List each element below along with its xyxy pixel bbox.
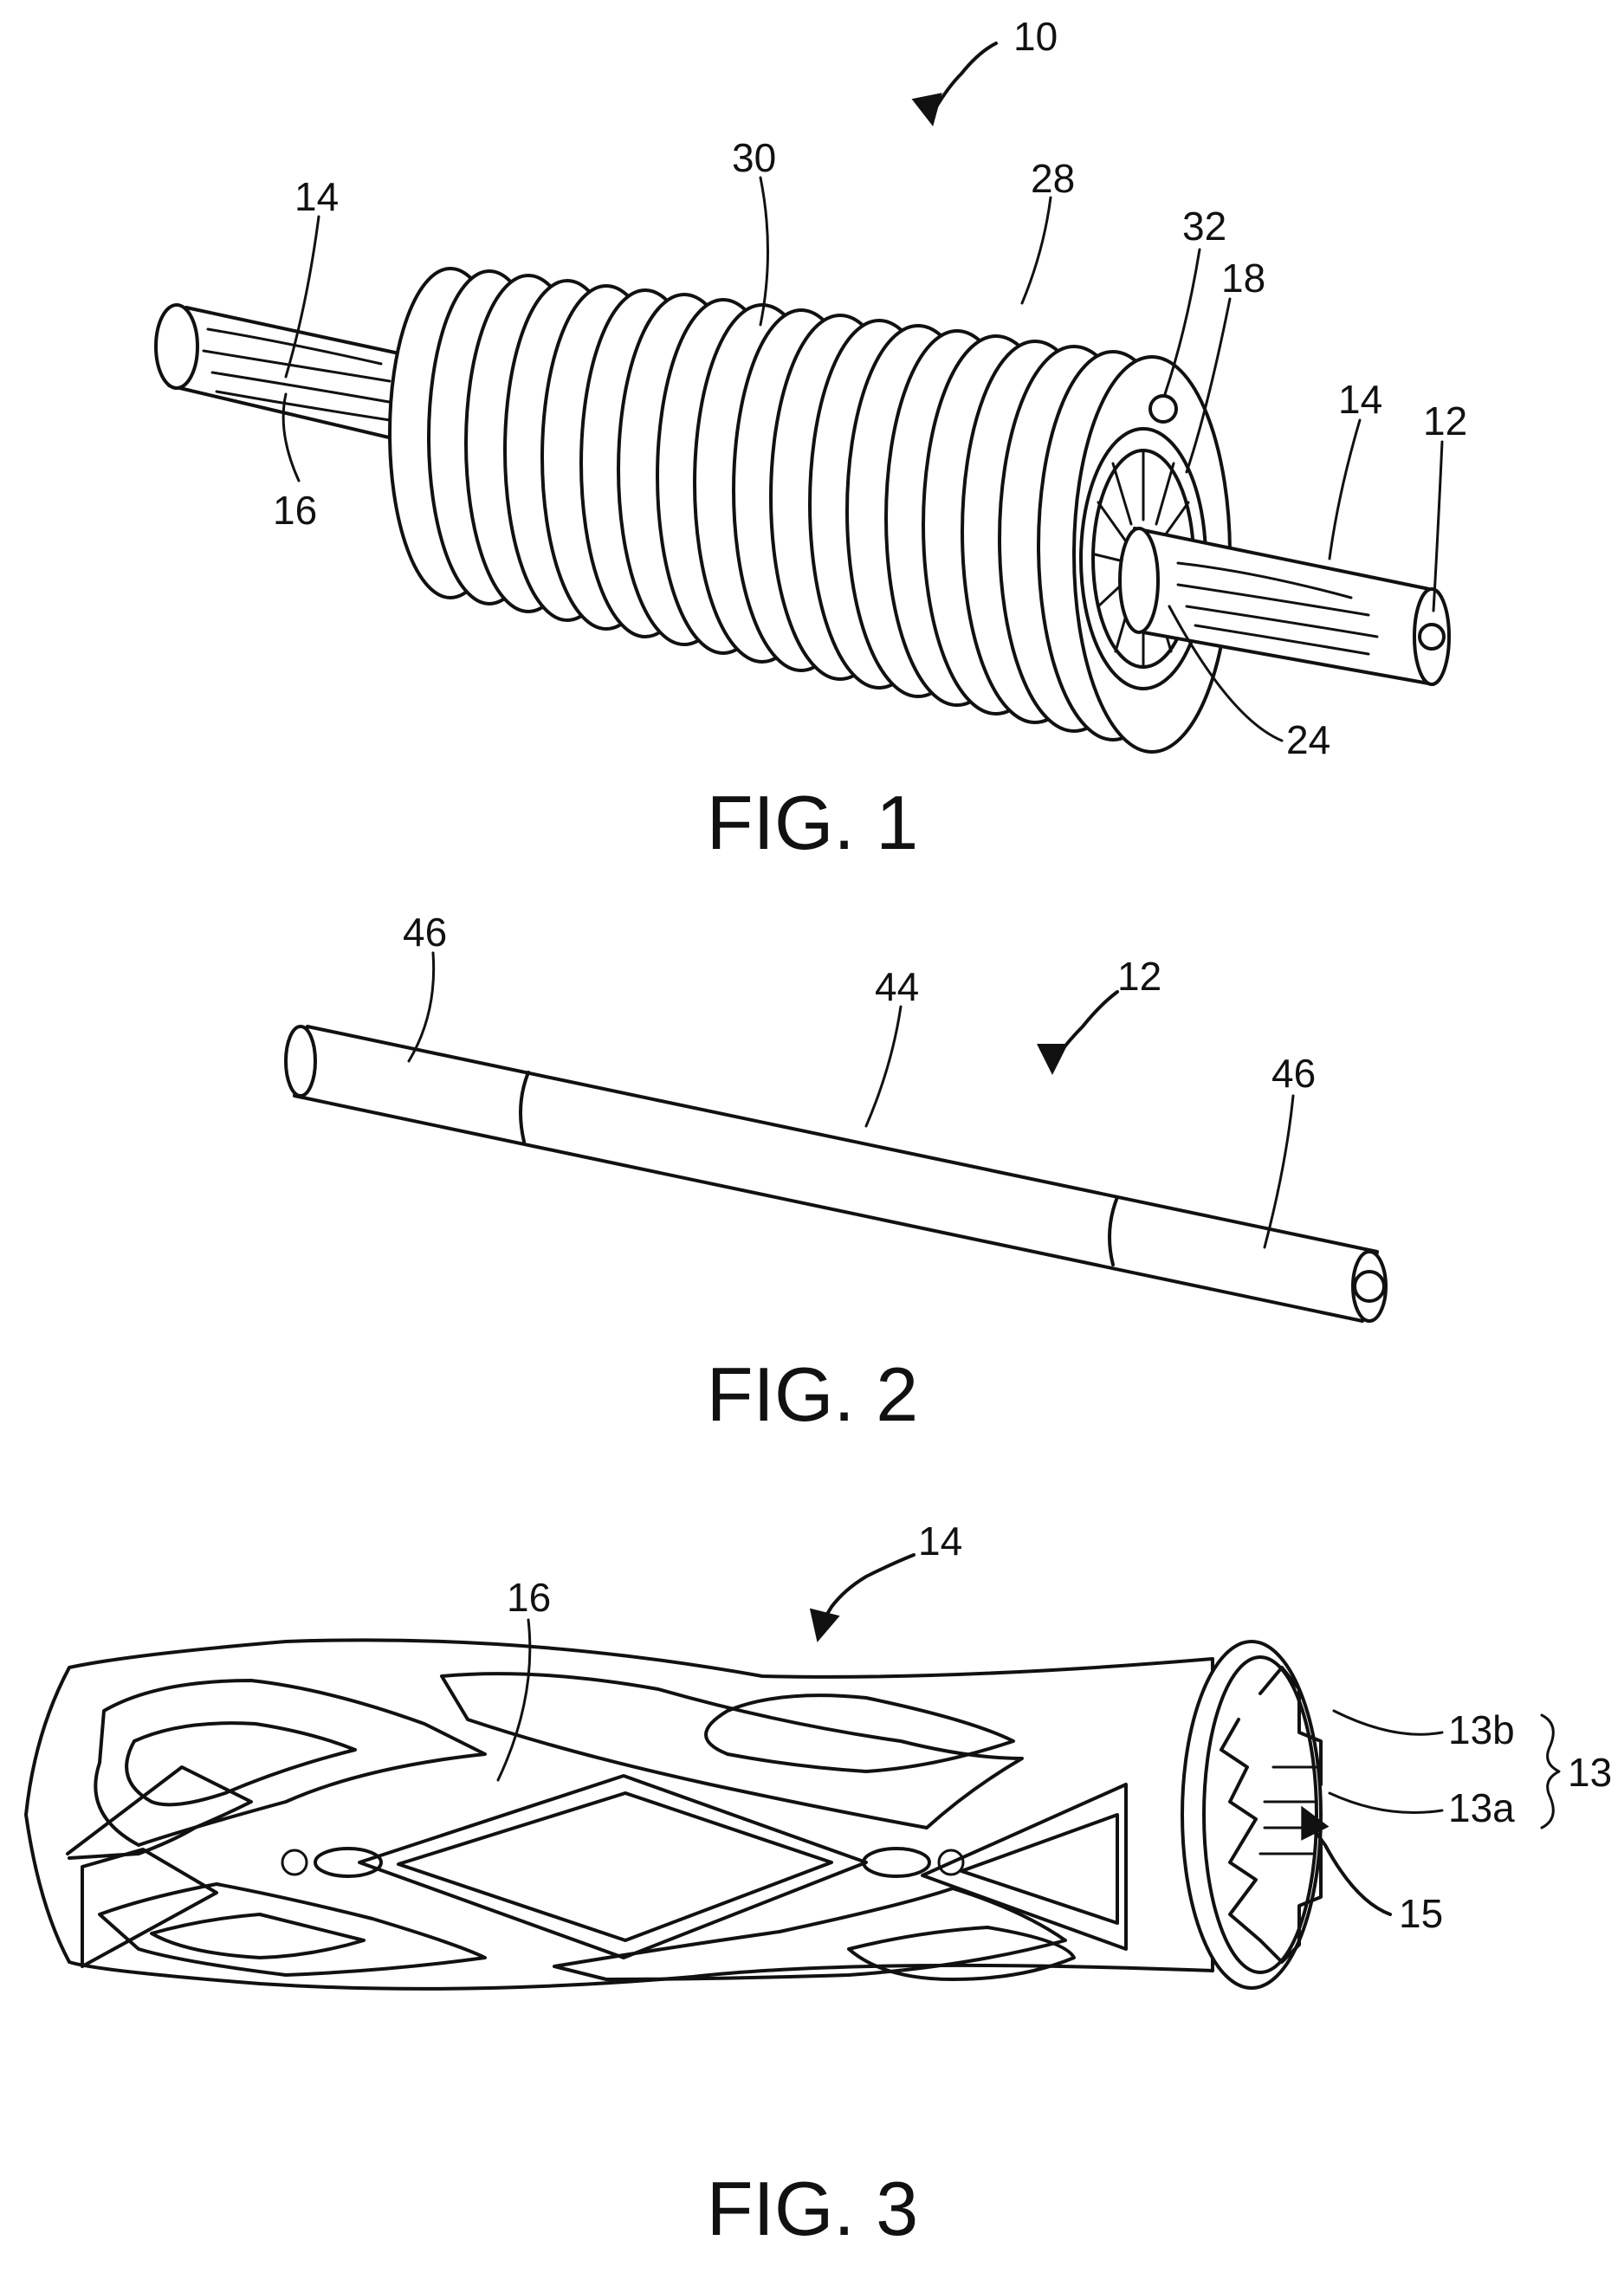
- figure-2: 46 44 12 46 FIG. 2: [286, 910, 1386, 1437]
- ref-46-right: 46: [1271, 1051, 1316, 1096]
- ref-13b: 13b: [1448, 1707, 1515, 1752]
- ref-16: 16: [507, 1575, 551, 1620]
- ref-44: 44: [875, 964, 919, 1009]
- ref-24: 24: [1286, 717, 1330, 762]
- grip-open-end: [1182, 1642, 1321, 1988]
- ref-30: 30: [732, 135, 776, 180]
- ref-12: 12: [1423, 398, 1467, 444]
- ref-16: 16: [273, 488, 317, 533]
- roller-discs: [390, 269, 1187, 740]
- ref-18: 18: [1221, 256, 1265, 301]
- left-handle-grip: [156, 305, 407, 442]
- ref-14: 14: [918, 1519, 962, 1564]
- ref-13: 13: [1568, 1750, 1612, 1795]
- ref-12: 12: [1117, 954, 1161, 999]
- ref-32: 32: [1182, 204, 1226, 249]
- figure-1-drawing: [156, 269, 1449, 752]
- shaft-end-right: [1353, 1252, 1386, 1321]
- figure-1: 10 30 28 32 18 14 14 12 16 24 FIG. 1: [156, 14, 1467, 865]
- ref-14-left: 14: [294, 174, 339, 219]
- shaft-end-left: [286, 1026, 315, 1096]
- ref-28: 28: [1031, 156, 1075, 201]
- figure-2-drawing: [286, 1026, 1386, 1321]
- ref-10: 10: [1013, 14, 1058, 59]
- figure-1-caption: FIG. 1: [707, 780, 919, 865]
- figure-2-labels: 46 44 12 46: [403, 910, 1316, 1096]
- figure-3-drawing: [26, 1640, 1321, 1989]
- figure-3: 14 16 13b 13a 13 15 FIG. 3: [26, 1519, 1612, 2251]
- ref-13a: 13a: [1448, 1785, 1515, 1830]
- ref-15: 15: [1399, 1891, 1443, 1936]
- ref-46-left: 46: [403, 910, 447, 955]
- ref-14-right: 14: [1338, 377, 1382, 422]
- figure-2-caption: FIG. 2: [707, 1351, 919, 1437]
- figure-3-caption: FIG. 3: [707, 2166, 919, 2251]
